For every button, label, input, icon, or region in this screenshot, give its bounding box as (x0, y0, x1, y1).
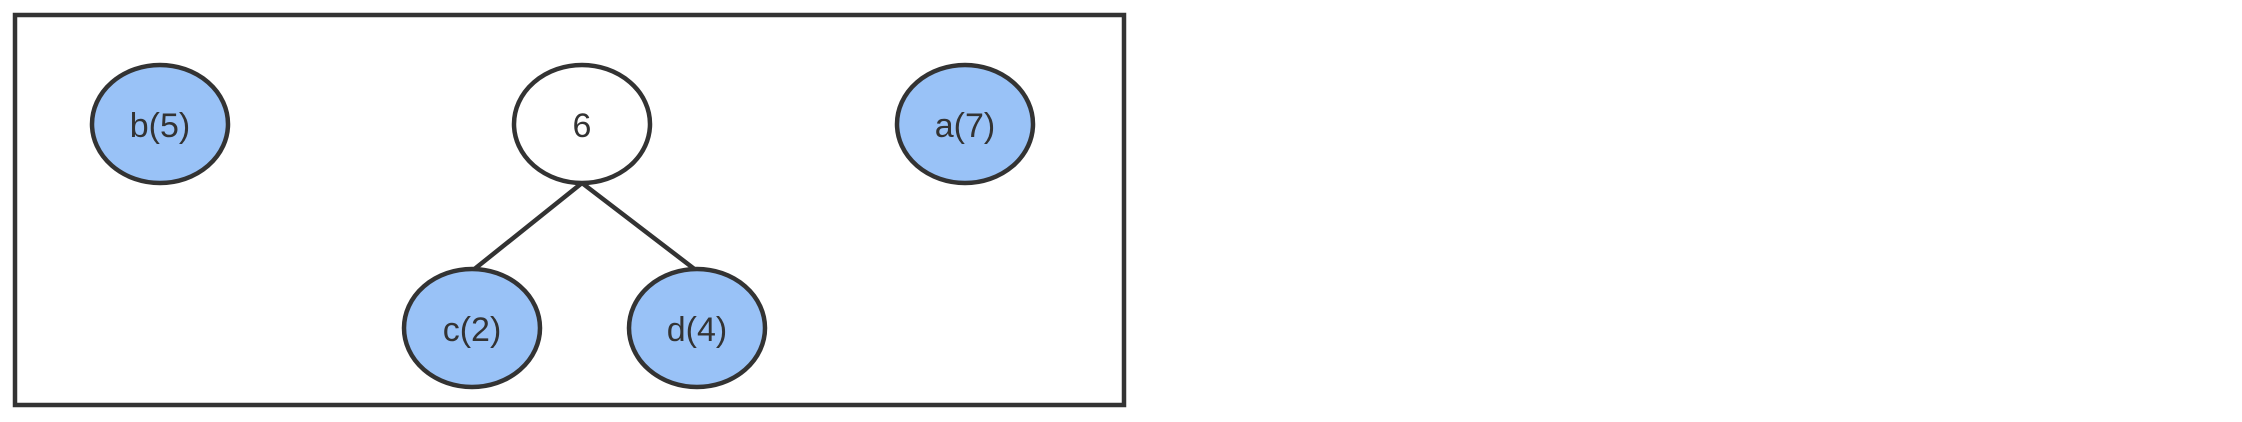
node-label-c: c(2) (443, 311, 502, 349)
node-label-n6: 6 (573, 107, 592, 145)
tree-node-b: b(5) (89, 62, 231, 186)
node-label-d: d(4) (667, 311, 727, 349)
node-circle-b (89, 62, 231, 186)
edge-n6-d (579, 180, 700, 274)
tree-node-c: c(2) (401, 266, 543, 390)
node-circle-d (626, 266, 768, 390)
edge-n6-c (469, 180, 585, 274)
node-circle-c (401, 266, 543, 390)
tree-node-d: d(4) (626, 266, 768, 390)
tree-node-n6: 6 (511, 62, 653, 186)
node-label-b: b(5) (130, 107, 190, 145)
nodes-layer: b(5) 6 a(7) c(2) d(4) (89, 62, 1036, 390)
diagram-frame (12, 12, 1127, 408)
node-label-a: a(7) (935, 107, 995, 145)
edges-layer (469, 180, 700, 274)
tree-node-a: a(7) (894, 62, 1036, 186)
node-circle-a (894, 62, 1036, 186)
node-circle-n6 (511, 62, 653, 186)
